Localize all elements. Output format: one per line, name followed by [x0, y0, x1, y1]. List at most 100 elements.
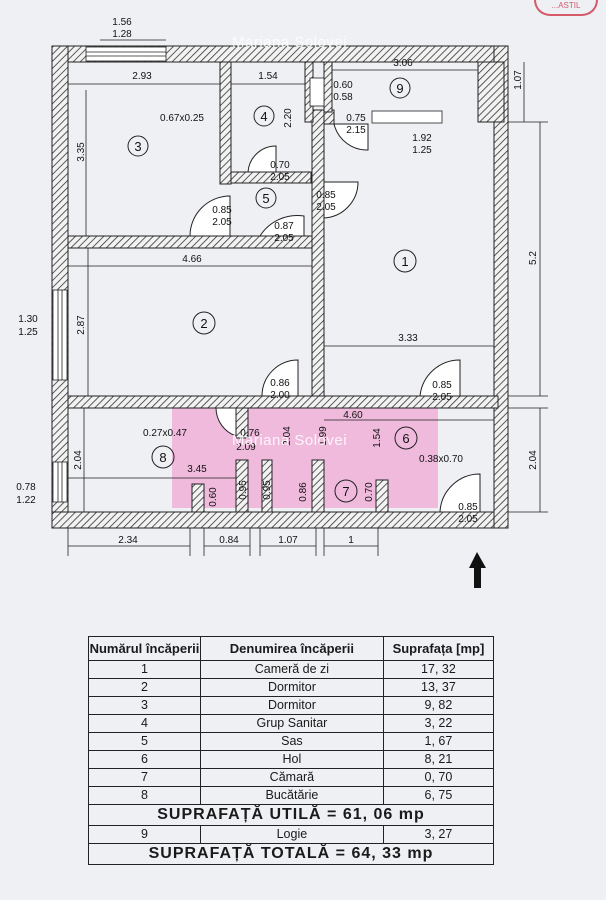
- util-total: SUPRAFAȚĂ UTILĂ = 61, 06 mp: [88, 804, 494, 826]
- header-room-name: Denumirea încăperii: [199, 636, 384, 661]
- dim-win2-b: 1.25: [18, 327, 38, 338]
- cell: Hol: [199, 750, 384, 769]
- cell: 3, 27: [382, 825, 495, 844]
- dim-h-52: 5.2: [528, 251, 539, 265]
- dim-w-345: 3.45: [187, 464, 207, 475]
- dim-door075-a: 0.75: [346, 113, 366, 124]
- walls: [51, 45, 509, 529]
- dim-d095b: 0.95: [262, 480, 273, 500]
- dim-d086: 0.86: [298, 482, 309, 502]
- floor-plan: 3 4 9 5 1 2 6 8 7 1.56 1.28 2.93 1.54 3.…: [16, 17, 548, 588]
- dim-win1-b: 1.25: [412, 145, 432, 156]
- dim-door2-a: 0.87: [274, 221, 294, 232]
- dim-w-293: 2.93: [132, 71, 152, 82]
- cell: Dormitor: [199, 696, 384, 715]
- dim-d095a: 0.95: [238, 480, 249, 500]
- cell: 13, 37: [382, 678, 495, 697]
- dim-door5r-a: 0.85: [316, 190, 336, 201]
- cell: Dormitor: [199, 678, 384, 697]
- dim-b-107: 1.07: [278, 535, 298, 546]
- cell: Logie: [199, 825, 384, 844]
- dim-h-287: 2.87: [76, 315, 87, 335]
- room-label-1: 1: [401, 254, 408, 269]
- dim-top-window-a: 1.56: [112, 17, 132, 28]
- dim-top-window-b: 1.28: [112, 29, 132, 40]
- dim-d209: 2.09: [236, 442, 256, 453]
- util-row: SUPRAFAȚĂ UTILĂ = 61, 06 mp: [88, 804, 494, 826]
- cell: Cămară: [199, 768, 384, 787]
- dim-door5r-b: 2.05: [316, 202, 336, 213]
- cell: 8, 21: [382, 750, 495, 769]
- watermark-top: Mariana Solovei: [232, 34, 348, 51]
- doors: [189, 123, 481, 513]
- dim-w-333: 3.33: [398, 333, 418, 344]
- room-label-5: 5: [262, 191, 269, 206]
- dim-d199: 1.99: [318, 426, 329, 446]
- watermark-middle: Mariana Solovei: [232, 432, 348, 449]
- room-label-8: 8: [159, 450, 166, 465]
- cell: 2: [88, 678, 201, 697]
- dim-entry-a: 0.85: [458, 502, 478, 513]
- dim-win9-b: 0.58: [333, 92, 353, 103]
- room-label-3: 3: [134, 139, 141, 154]
- dim-h-335: 3.35: [76, 142, 87, 162]
- room-label-9: 9: [396, 81, 403, 96]
- cell: 5: [88, 732, 201, 751]
- entry-arrow-icon: [469, 552, 486, 588]
- cell: 6, 75: [382, 786, 495, 805]
- dim-entry-b: 2.05: [458, 514, 478, 525]
- dim-h-220: 2.20: [283, 108, 294, 128]
- dim-h-204l: 2.04: [73, 450, 84, 470]
- dim-w-154: 1.54: [258, 71, 278, 82]
- cell: 6: [88, 750, 201, 769]
- room-label-6: 6: [402, 431, 409, 446]
- dim-d076: 0.76: [240, 428, 260, 439]
- dim-door2-b: 2.05: [274, 233, 294, 244]
- dim-win8-b: 1.22: [16, 495, 36, 506]
- dim-w-460: 4.60: [343, 410, 363, 421]
- dim-door4-a: 0.70: [270, 160, 290, 171]
- cell: 1: [88, 660, 201, 679]
- dim-b-234: 2.34: [118, 535, 138, 546]
- dim-vent6: 0.38x0.70: [419, 454, 463, 465]
- cell: 1, 67: [382, 732, 495, 751]
- cell: 3: [88, 696, 201, 715]
- dim-door3-a: 0.85: [212, 205, 232, 216]
- highlight-area: [172, 398, 438, 508]
- dim-vent3: 0.67x0.25: [160, 113, 204, 124]
- dim-h-107: 1.07: [513, 70, 524, 90]
- cell: 0, 70: [382, 768, 495, 787]
- dim-d060: 0.60: [208, 487, 219, 507]
- dim-h-204r: 2.04: [528, 450, 539, 470]
- cell: Cameră de zi: [199, 660, 384, 679]
- cell: Grup Sanitar: [199, 714, 384, 733]
- dim-d204m: 2.04: [282, 426, 293, 446]
- dim-door9-b: 2.05: [432, 392, 452, 403]
- dim-d070: 0.70: [364, 482, 375, 502]
- area-table: Numărul încăperii Denumirea încăperii Su…: [88, 636, 495, 865]
- header-area: Suprafața [mp]: [382, 636, 495, 661]
- dim-win2-a: 1.30: [18, 314, 38, 325]
- cell: Sas: [199, 732, 384, 751]
- cell: 8: [88, 786, 201, 805]
- dim-door1-b: 2.00: [270, 390, 290, 401]
- dim-vent8: 0.27x0.47: [143, 428, 187, 439]
- room-label-7: 7: [342, 484, 349, 499]
- room-label-4: 4: [260, 109, 267, 124]
- dim-win8-a: 0.78: [16, 482, 36, 493]
- windows: [52, 46, 443, 503]
- cell: 9, 82: [382, 696, 495, 715]
- header-room-number: Numărul încăperii: [88, 636, 201, 661]
- dim-w-466: 4.66: [182, 254, 202, 265]
- dim-b-1: 1: [348, 535, 354, 546]
- cell: Bucătărie: [199, 786, 384, 805]
- dim-door4-b: 2.05: [270, 172, 290, 183]
- dim-door075-b: 2.15: [346, 125, 366, 136]
